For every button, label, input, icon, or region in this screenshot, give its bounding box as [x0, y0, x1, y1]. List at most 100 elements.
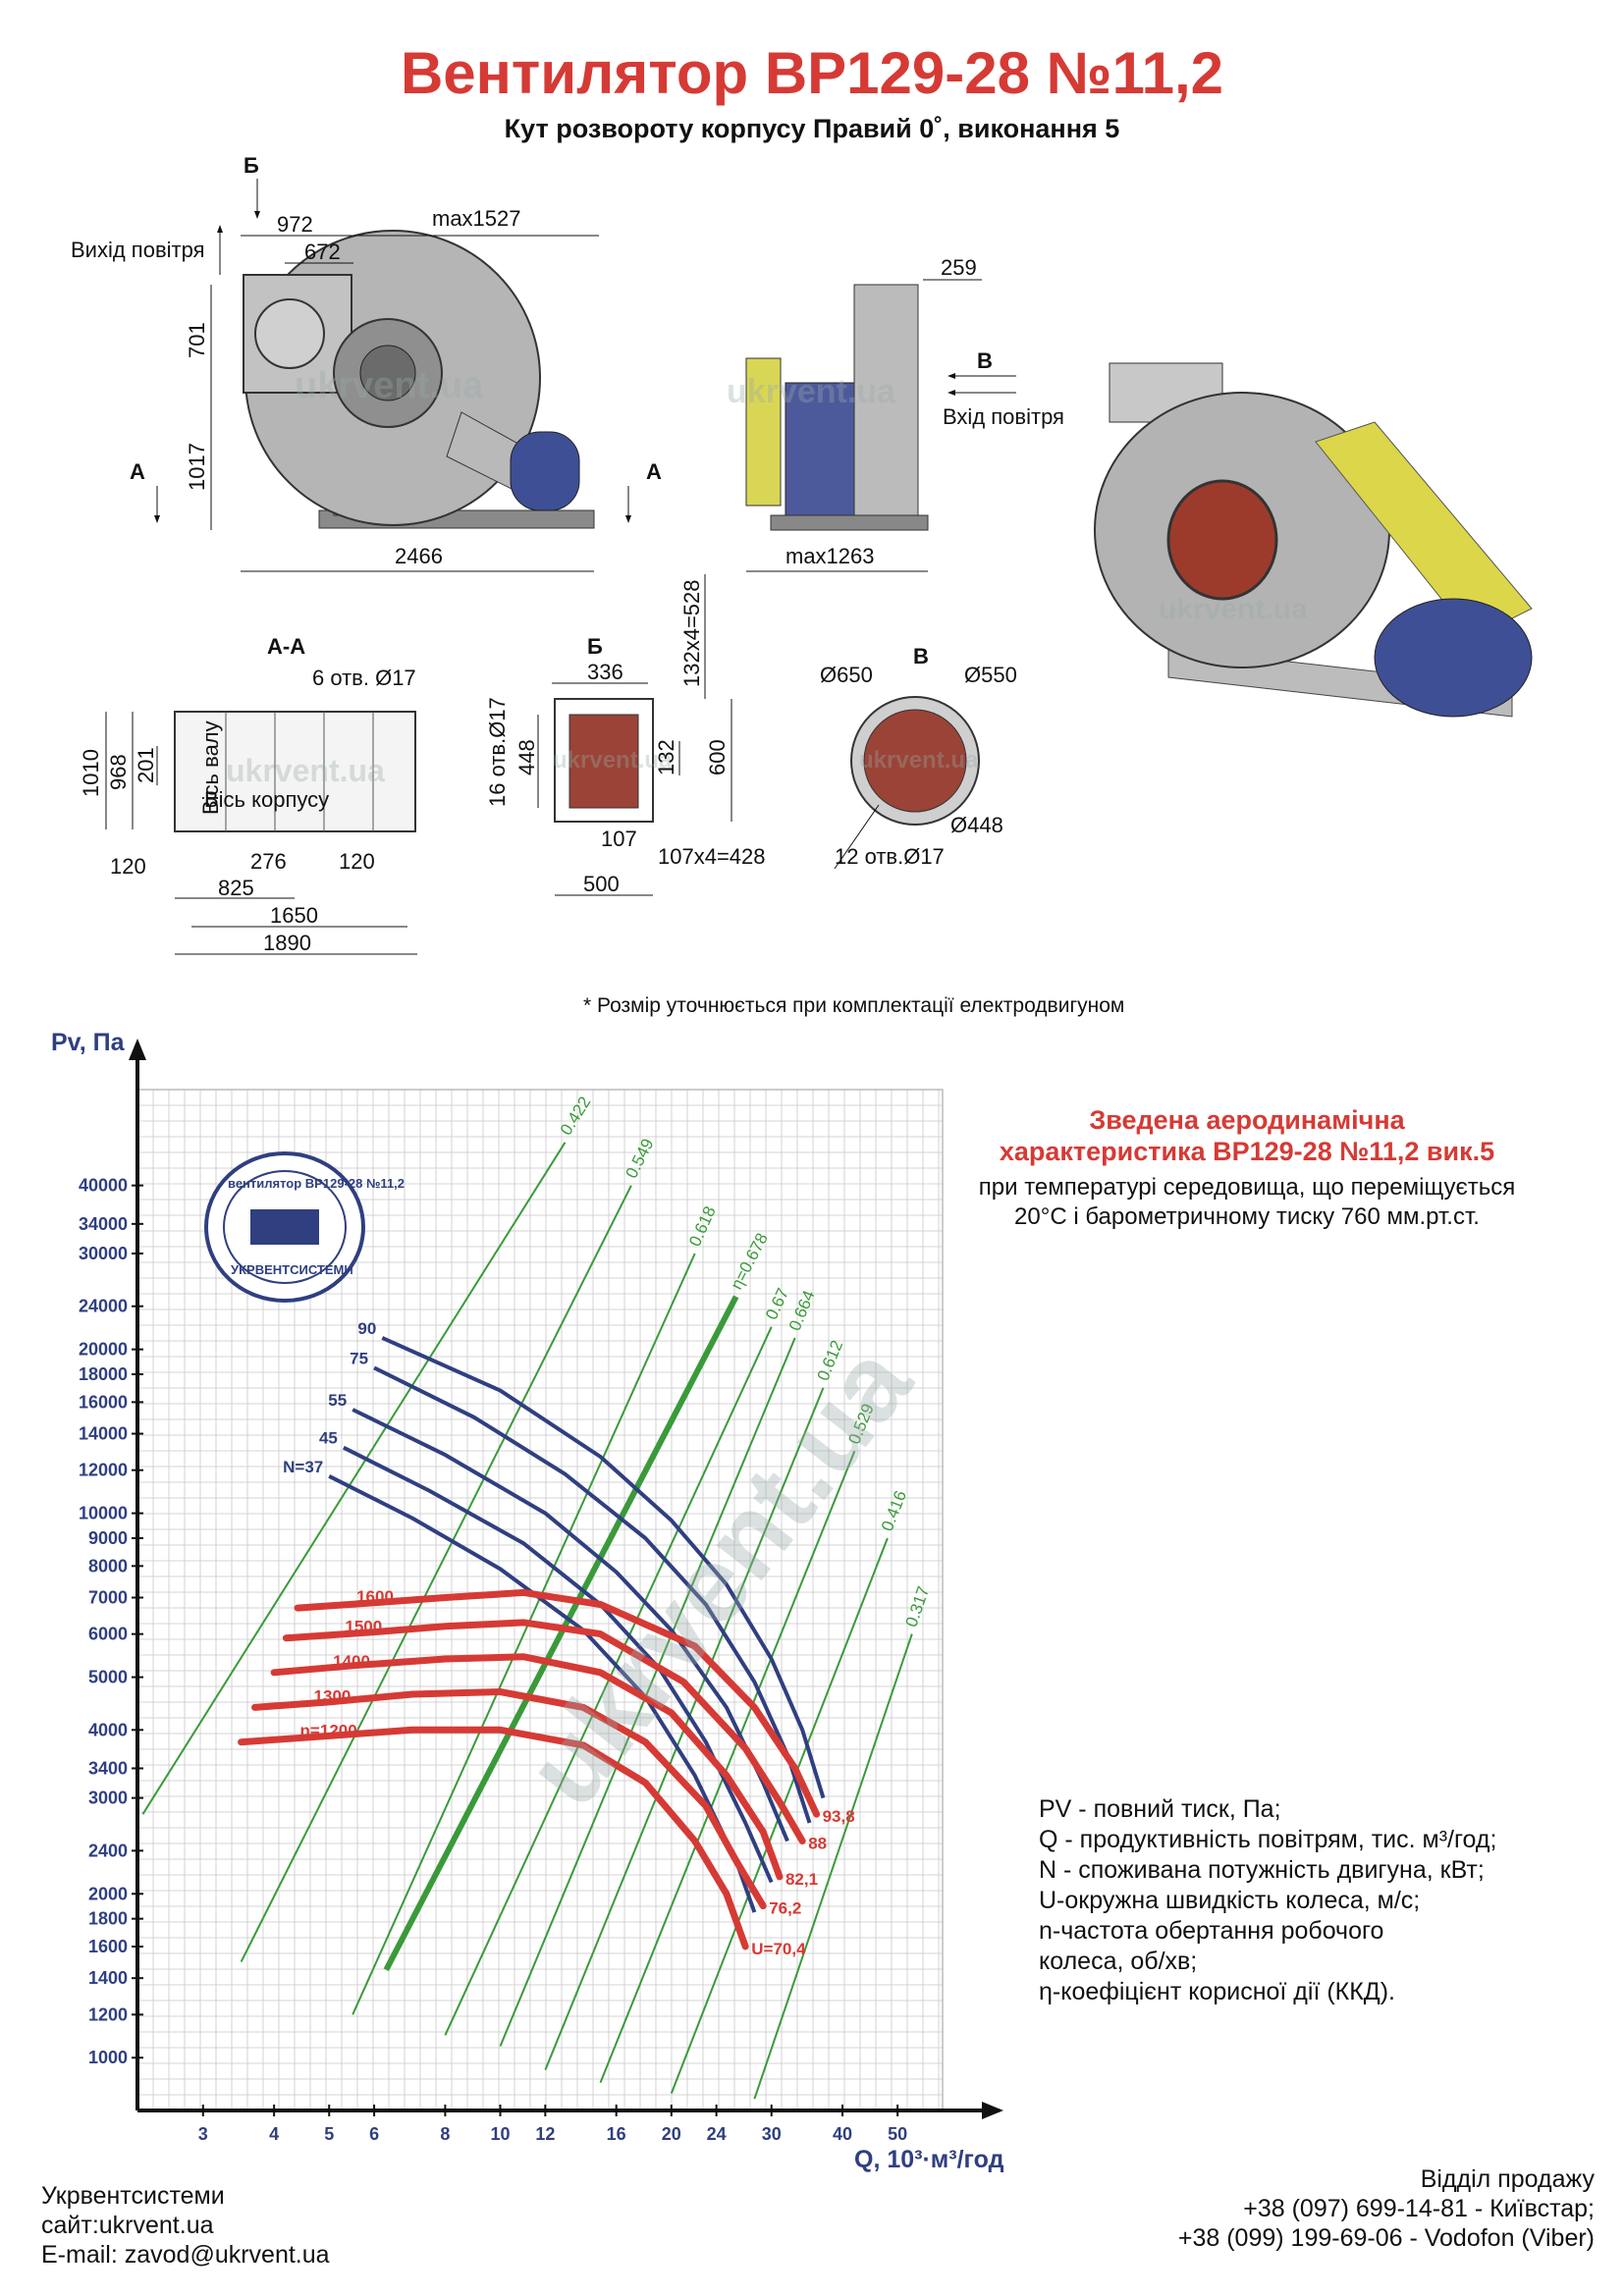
efficiency-line	[240, 1185, 632, 1963]
svg-text:107: 107	[601, 827, 637, 851]
svg-text:201: 201	[134, 747, 158, 783]
section-b-flange: Б 336 ukrvent.ua 16 отв.Ø17 448 132x4=52…	[485, 574, 766, 896]
y-tick-label: 10000	[79, 1504, 128, 1523]
stamp-top-text: вентилятор ВР129-28 №11,2	[228, 1176, 405, 1191]
stamp: вентилятор ВР129-28 №11,2 УКРВЕНТСИСТЕМИ	[204, 1151, 405, 1303]
svg-text:968: 968	[106, 754, 131, 790]
svg-text:276: 276	[250, 849, 287, 874]
y-tick-label: 40000	[79, 1176, 128, 1196]
x-tick-label: 20	[662, 2124, 681, 2144]
speed-end-label: 76,2	[769, 1899, 801, 1918]
chart-title-line1: Зведена аеродинамічна	[1089, 1105, 1405, 1135]
svg-text:132: 132	[654, 739, 678, 775]
svg-text:ukrvent.ua: ukrvent.ua	[859, 747, 979, 774]
svg-text:701: 701	[185, 322, 209, 358]
speed-end-label: 93,8	[823, 1807, 855, 1826]
svg-text:Вісь корпусу: Вісь корпусу	[204, 787, 329, 812]
speed-label: 1600	[356, 1587, 394, 1606]
speed-end-label: U=70,4	[751, 1940, 806, 1958]
y-tick-label: 3400	[88, 1758, 128, 1778]
y-tick-label: 3000	[88, 1789, 128, 1808]
efficiency-label: η=0.678	[727, 1230, 771, 1293]
speed-curve	[238, 1726, 749, 1950]
svg-text:259: 259	[941, 255, 977, 280]
chart-title: Зведена аеродинамічна характеристика ВР1…	[923, 1104, 1571, 1167]
svg-text:448: 448	[514, 739, 539, 775]
y-tick-label: 34000	[79, 1214, 128, 1234]
company-site[interactable]: сайт:ukrvent.ua	[41, 2212, 214, 2239]
y-tick-label: 1200	[88, 2004, 128, 2024]
page-title: Вентилятор ВР129-28 №11,2	[400, 40, 1224, 106]
power-label: 45	[319, 1429, 338, 1448]
speed-label: 1400	[333, 1652, 370, 1671]
sales-phone-1[interactable]: +38 (097) 699-14-81 - Київстар;	[1243, 2195, 1595, 2222]
y-tick-label: 16000	[79, 1392, 128, 1412]
y-tick-label: 12000	[79, 1461, 128, 1480]
efficiency-lines	[141, 1142, 913, 2100]
svg-text:972: 972	[277, 212, 313, 237]
svg-text:1010: 1010	[79, 749, 103, 797]
svg-text:ukrvent.ua: ukrvent.ua	[727, 373, 896, 410]
legend-item: Q - продуктивність повітрям, тис. м³/год…	[1039, 1826, 1497, 1853]
page-subtitle: Кут розвороту корпусу Правий 0˚, виконан…	[504, 114, 1120, 143]
y-tick-label: 14000	[79, 1424, 128, 1444]
svg-text:120: 120	[339, 849, 375, 874]
svg-text:Б: Б	[587, 634, 603, 659]
efficiency-line	[352, 1253, 696, 2015]
svg-text:1890: 1890	[263, 931, 311, 955]
efficiency-line	[670, 1537, 889, 2094]
efficiency-label: 0.422	[557, 1094, 595, 1139]
y-tick-label: 24000	[79, 1297, 128, 1316]
svg-text:Ø650: Ø650	[820, 663, 873, 687]
stamp-bottom-text: УКРВЕНТСИСТЕМИ	[231, 1262, 353, 1277]
power-label: 75	[350, 1349, 368, 1367]
svg-text:ukrvent.ua: ukrvent.ua	[553, 747, 673, 774]
svg-text:107x4=428: 107x4=428	[658, 844, 766, 869]
company-email[interactable]: E-mail: zavod@ukrvent.ua	[41, 2241, 330, 2269]
efficiency-label: 0.317	[902, 1584, 934, 1629]
y-axis-arrow	[129, 1039, 146, 1060]
speed-curve	[251, 1688, 767, 1910]
sales-contacts: Відділ продажу +38 (097) 699-14-81 - Киї…	[1178, 2164, 1595, 2253]
front-view: ukrvent.ua	[243, 230, 595, 529]
power-label: 90	[357, 1319, 376, 1338]
section-aa: А-А 6 отв. Ø17 Вісь валу Вісь корпусу uk…	[79, 634, 417, 955]
y-tick-label: 2000	[88, 1884, 128, 1903]
speed-label: 1500	[345, 1618, 382, 1636]
y-tick-label: 5000	[88, 1668, 128, 1687]
svg-text:16 отв.Ø17: 16 отв.Ø17	[485, 697, 510, 807]
svg-text:120: 120	[110, 854, 146, 879]
sales-phone-2[interactable]: +38 (099) 199-69-06 - Vodofon (Viber)	[1177, 2224, 1595, 2252]
x-tick-label: 12	[535, 2124, 555, 2144]
efficiency-label: 0.67	[762, 1285, 792, 1322]
efficiency-label: 0.618	[685, 1203, 720, 1250]
svg-text:600: 600	[705, 739, 730, 775]
y-tick-label: 1800	[88, 1909, 128, 1929]
x-tick-label: 24	[707, 2124, 727, 2144]
svg-text:672: 672	[304, 240, 341, 264]
svg-text:ukrvent.ua: ukrvent.ua	[295, 365, 484, 406]
speed-curve	[282, 1619, 806, 1844]
svg-text:А: А	[646, 459, 662, 484]
legend-item: U-окружна швидкість колеса, м/с;	[1039, 1887, 1421, 1914]
svg-text:А: А	[130, 459, 145, 484]
efficiency-line	[141, 1142, 567, 1815]
chart-conditions-line1: при температурі середовища, що переміщує…	[978, 1174, 1516, 1201]
company-info: Укрвентсистеми сайт:ukrvent.ua E-mail: z…	[41, 2181, 330, 2269]
svg-text:1017: 1017	[185, 443, 209, 491]
svg-text:2466: 2466	[395, 544, 443, 568]
y-tick-label: 8000	[88, 1556, 128, 1575]
x-tick-label: 10	[490, 2124, 510, 2144]
legend-item: PV - повний тиск, Па;	[1039, 1795, 1281, 1823]
chart-title-line2: характеристика ВР129-28 №11,2 вик.5	[999, 1137, 1495, 1166]
x-axis-arrow	[982, 2102, 1003, 2119]
y-tick-label: 2400	[88, 1841, 128, 1860]
efficiency-label: 0.549	[623, 1136, 658, 1182]
svg-text:Вхід повітря: Вхід повітря	[943, 404, 1064, 429]
power-label: N=37	[283, 1458, 323, 1476]
svg-text:max1263: max1263	[785, 544, 875, 568]
x-axis-label: Q, 10³·м³/год	[854, 2146, 1004, 2173]
front-dimensions: 972 max1527 672 701 1017 2466 Вихід пові…	[71, 153, 662, 572]
svg-text:Вісь валу: Вісь валу	[198, 721, 223, 815]
